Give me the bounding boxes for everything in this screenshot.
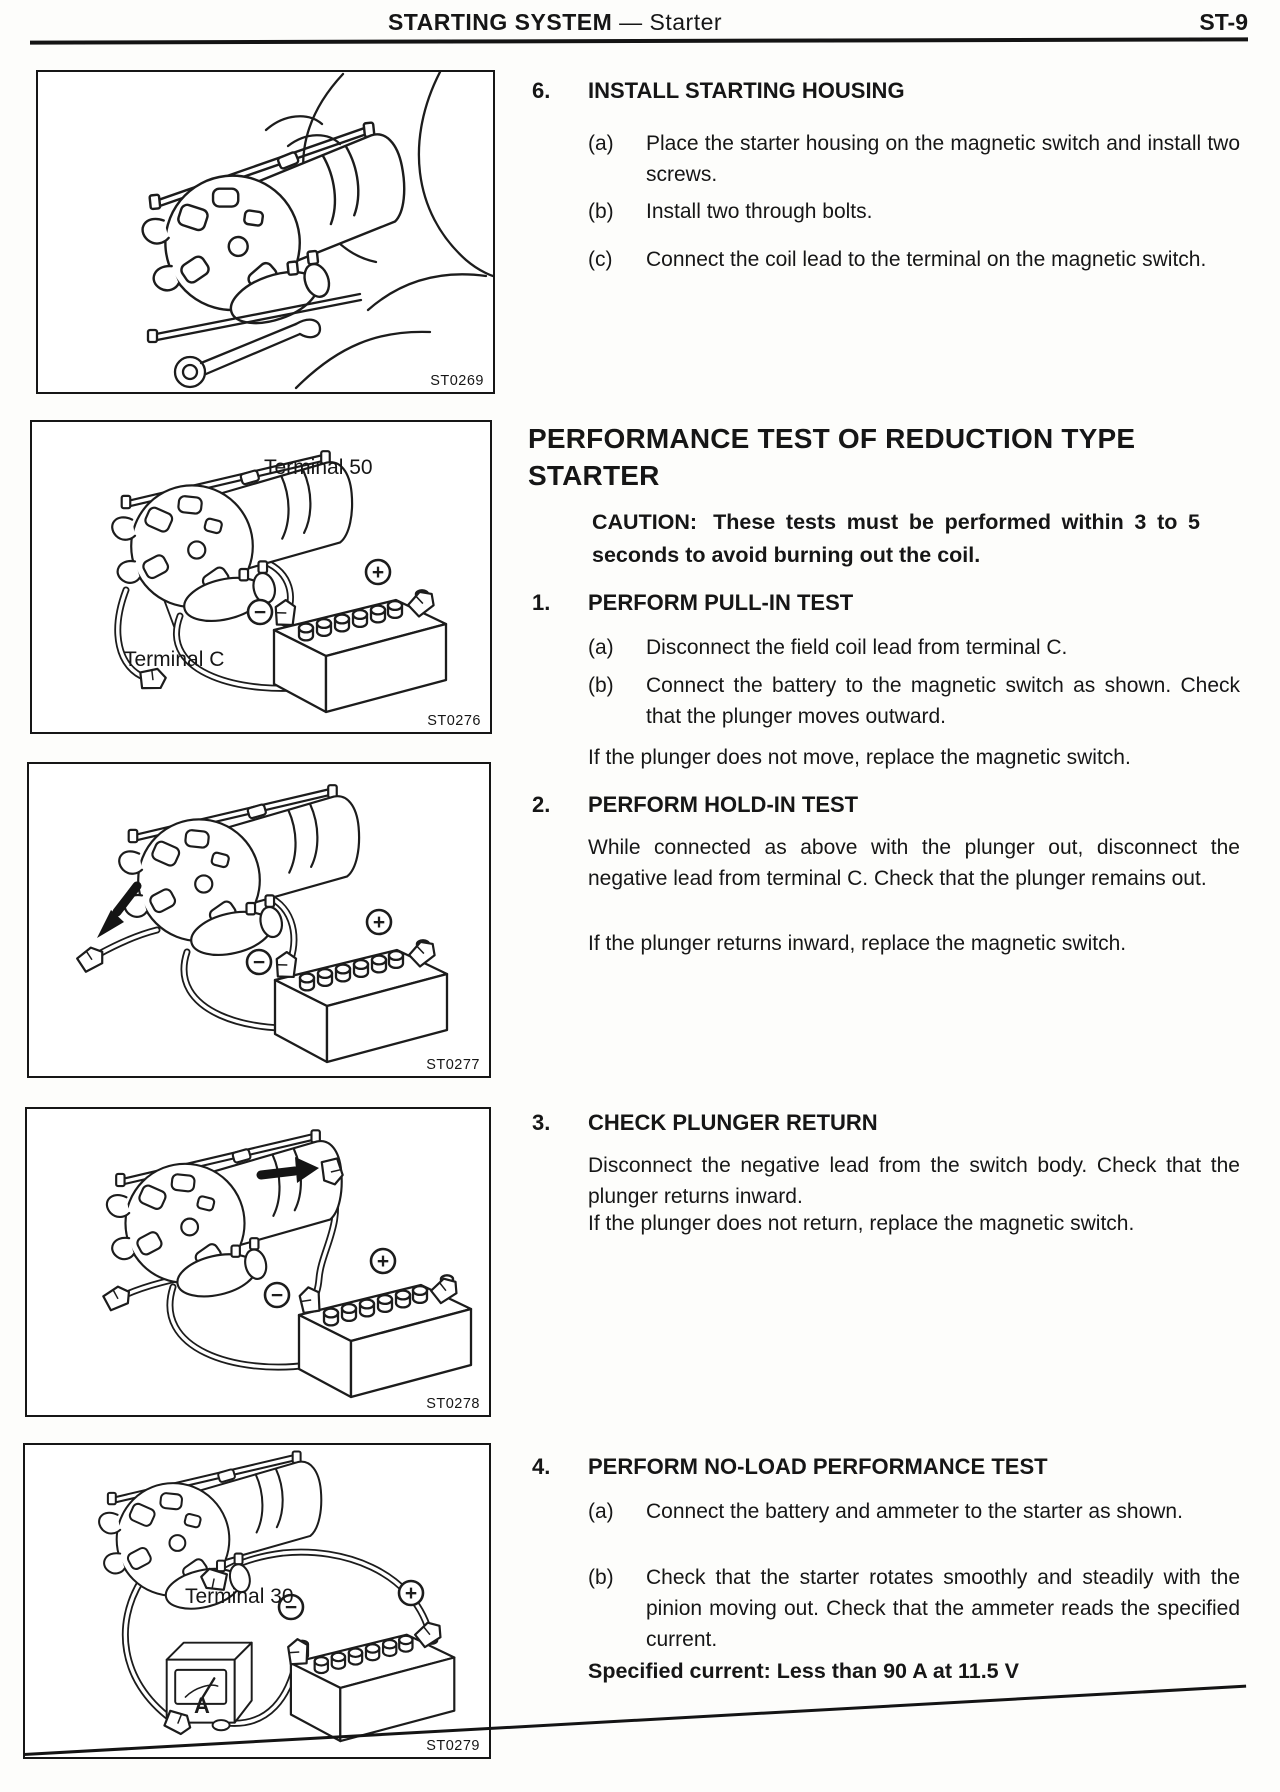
plunger-direction-arrow-icon: [97, 881, 142, 938]
figure-pull-in-test: + − Terminal 50 Terminal C ST0276: [30, 420, 492, 734]
step-title: PERFORM NO-LOAD PERFORMANCE TEST: [588, 1454, 1048, 1479]
header-section-title: STARTING SYSTEM: [387, 9, 613, 35]
battery-minus-icon: −: [277, 1593, 305, 1621]
header-subtitle: Starter: [649, 9, 723, 35]
figure-code: ST0269: [430, 373, 484, 389]
item-marker: (b): [588, 200, 614, 223]
svg-text:+: +: [372, 561, 384, 584]
specified-current-line: Specified current: Less than 90 A at 11.…: [588, 1659, 1019, 1683]
pull-in-test-illustration: + −: [111, 450, 448, 714]
step-paragraph: While connected as above with the plunge…: [588, 836, 1240, 890]
car-body-lines: [264, 72, 493, 390]
battery-minus-icon: −: [263, 1281, 291, 1309]
terminal-c-label: Terminal C: [124, 648, 225, 671]
install-housing-illustration: [132, 72, 493, 390]
item-text: Install two through bolts.: [646, 200, 873, 223]
disconnect-direction-arrow-icon: [256, 1157, 319, 1183]
figure-plunger-return: + − ST0278: [25, 1107, 491, 1417]
step-title: PERFORM PULL-IN TEST: [588, 590, 854, 615]
wrench-icon: [146, 292, 363, 389]
terminal-50-label: Terminal 50: [264, 456, 373, 479]
svg-text:−: −: [271, 1284, 283, 1307]
install-step-title: INSTALL STARTING HOUSING: [588, 78, 905, 103]
item-text: Disconnect the field coil lead from term…: [646, 636, 1068, 659]
figure-no-load-test: A + − Terminal 30 ST0279: [23, 1443, 491, 1759]
figure-code: ST0276: [427, 713, 481, 729]
hold-in-test-illustration: + −: [74, 784, 449, 1064]
battery-plus-icon: +: [365, 908, 393, 936]
item-marker: (c): [588, 248, 613, 271]
figure-install-housing: ST0269: [36, 70, 495, 394]
caution-block: CAUTION:These tests must be performed wi…: [592, 506, 1200, 572]
battery-plus-icon: +: [369, 1247, 397, 1275]
svg-text:−: −: [285, 1596, 297, 1619]
no-load-test-illustration: A + −: [98, 1450, 456, 1743]
step-number: 3.: [532, 1110, 551, 1135]
figure-code: ST0277: [426, 1057, 480, 1073]
starter-motor-art: [118, 784, 361, 964]
page-number: ST-9: [1199, 9, 1248, 35]
step-number: 1.: [532, 590, 551, 615]
performance-test-heading: PERFORMANCE TEST OF REDUCTION TYPE START…: [528, 423, 1136, 491]
step-paragraph: Disconnect the negative lead from the sw…: [588, 1154, 1240, 1208]
step-note: If the plunger returns inward, replace t…: [588, 932, 1127, 955]
svg-text:+: +: [377, 1250, 389, 1273]
starter-motor-art: [132, 118, 420, 344]
figure-hold-in-test: + − ST0277: [27, 762, 491, 1078]
install-step-number: 6.: [532, 78, 551, 103]
step-number: 2.: [532, 792, 551, 817]
loose-lead-connector-icon: [101, 1283, 133, 1313]
step-title: CHECK PLUNGER RETURN: [588, 1110, 878, 1135]
step-number: 4.: [532, 1454, 551, 1479]
svg-text:+: +: [373, 911, 385, 934]
item-text: Connect the coil lead to the terminal on…: [646, 248, 1207, 271]
caution-label: CAUTION:: [592, 510, 698, 534]
item-marker: (a): [588, 636, 614, 659]
plunger-return-illustration: + −: [101, 1129, 473, 1399]
step-title: PERFORM HOLD-IN TEST: [588, 792, 859, 817]
starter-motor-art: [105, 1129, 343, 1305]
item-marker: (a): [588, 132, 614, 155]
header-dash: —: [619, 9, 643, 35]
svg-text:−: −: [253, 951, 265, 974]
svg-text:−: −: [254, 601, 266, 624]
battery-plus-icon: +: [364, 558, 392, 586]
terminal-30-label: Terminal 30: [185, 1585, 294, 1608]
item-text: Place the starter housing on the magneti…: [646, 132, 1240, 186]
item-text: Connect the battery and ammeter to the s…: [646, 1500, 1183, 1523]
battery-plus-icon: +: [397, 1579, 425, 1607]
battery-minus-icon: −: [245, 948, 273, 976]
header-rule: [29, 37, 1249, 45]
page-header-title: STARTING SYSTEM — Starter: [0, 9, 1110, 36]
item-marker: (b): [588, 674, 614, 697]
item-marker: (b): [588, 1566, 614, 1589]
svg-text:+: +: [405, 1582, 417, 1605]
item-marker: (a): [588, 1500, 614, 1523]
caution-text: These tests must be performed within 3 t…: [592, 510, 1200, 567]
item-text: Check that the starter rotates smoothly …: [646, 1566, 1240, 1651]
item-text: Connect the battery to the magnetic swit…: [646, 674, 1240, 728]
figure-code: ST0278: [426, 1396, 480, 1412]
ammeter-unit-label: A: [194, 1693, 210, 1718]
step-note: If the plunger does not move, replace th…: [588, 746, 1131, 769]
battery-minus-icon: −: [246, 598, 274, 626]
figure-code: ST0279: [426, 1738, 480, 1754]
step-note: If the plunger does not return, replace …: [588, 1212, 1135, 1235]
